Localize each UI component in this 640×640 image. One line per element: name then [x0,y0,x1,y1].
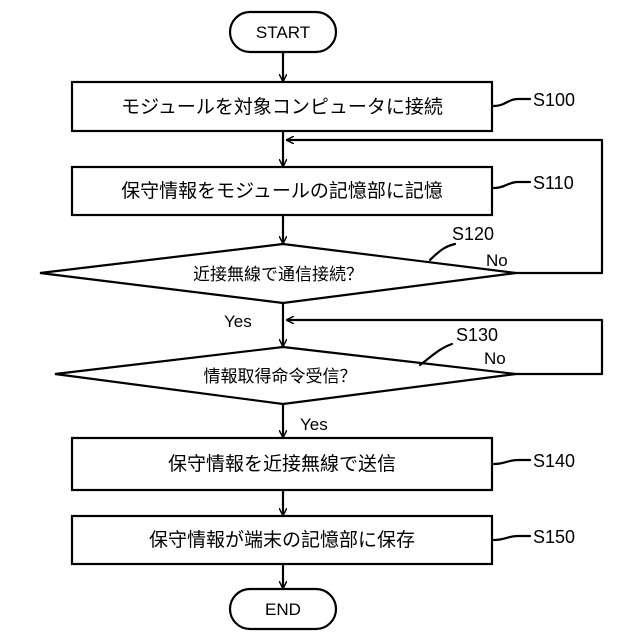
s120-no-label: No [486,251,508,270]
decision-s130-text: 情報取得命令受信？ [204,367,357,387]
s120-label: S120 [452,224,494,244]
s110-leader [494,182,530,188]
process-s110-text: 保守情報をモジュールの記憶部に記憶 [121,180,443,202]
process-s150-text: 保守情報が端末の記憶部に保存 [149,529,415,551]
s140-label: S140 [533,451,575,471]
s100-leader [494,99,530,106]
s140-leader [494,460,530,464]
decision-s120-text: 近接無線で通信接続？ [193,265,363,285]
s130-label: S130 [456,325,498,345]
start-label: START [256,23,310,42]
s130-no-label: No [484,349,506,368]
s150-label: S150 [533,527,575,547]
s150-leader [494,536,530,540]
process-s140-text: 保守情報を近接無線で送信 [168,453,396,475]
end-label: END [265,600,301,619]
process-s100-text: モジュールを対象コンピュータに接続 [121,96,443,118]
s120-yes-label: Yes [224,312,252,331]
s100-label: S100 [533,90,575,110]
s130-yes-label: Yes [300,415,328,434]
s120-leader [430,244,455,260]
s110-label: S110 [533,173,574,193]
s130-leader [420,344,452,365]
